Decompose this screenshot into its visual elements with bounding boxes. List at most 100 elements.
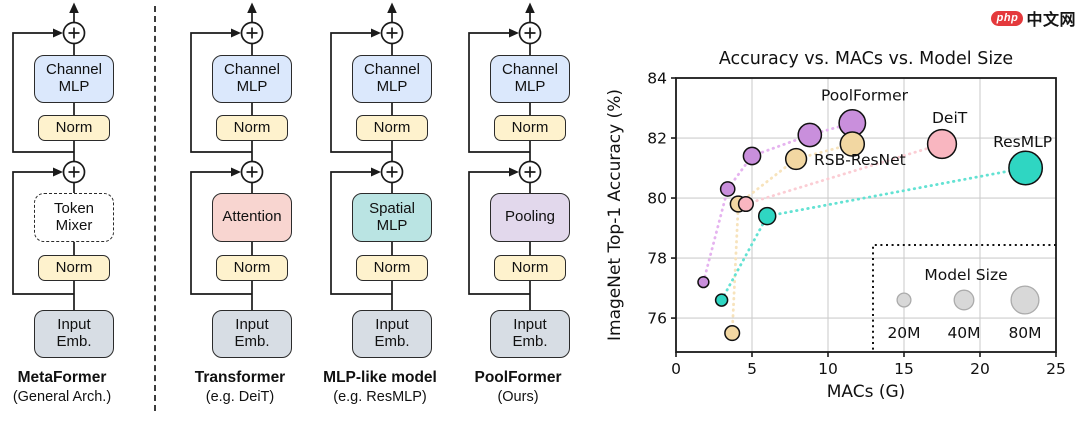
block-input-embedding: Input Emb. <box>34 310 114 358</box>
block-input-embedding: Input Emb. <box>352 310 432 358</box>
data-point-PoolFormer <box>797 122 823 148</box>
block-pooling: Pooling <box>490 193 570 242</box>
column-subtitle: (Ours) <box>497 389 539 405</box>
residual-connection-top <box>190 32 252 153</box>
legend-title: Model Size <box>924 266 1007 284</box>
x-tick-label: 20 <box>970 360 990 378</box>
flow-connections <box>12 2 86 332</box>
plus-icon <box>386 166 398 178</box>
legend-bubble <box>896 292 912 308</box>
plus-icon <box>246 27 258 39</box>
data-point-PoolFormer <box>742 146 762 166</box>
data-point-ResMLP <box>714 293 729 307</box>
data-point-RSB-ResNet <box>724 325 741 342</box>
block-norm: Norm <box>494 115 566 141</box>
x-tick-label: 10 <box>818 360 838 378</box>
column-name: MLP-like model <box>323 369 437 386</box>
block-norm: Norm <box>38 115 110 141</box>
block-norm: Norm <box>356 115 428 141</box>
column-name: Transformer <box>194 369 286 386</box>
residual-connection-bottom <box>330 171 392 295</box>
data-point-ResMLP <box>757 206 777 226</box>
x-tick-label: 5 <box>747 360 757 378</box>
trend-line-RSB-ResNet <box>730 142 854 335</box>
series-label-DeiT: DeiT <box>932 109 968 127</box>
flow-connections <box>468 2 542 332</box>
series-label-RSB-ResNet: RSB-ResNet <box>814 151 906 169</box>
block-attention: Attention <box>212 193 292 242</box>
plot-border <box>675 77 1057 353</box>
plus-icon <box>68 166 80 178</box>
column-subtitle: (General Arch.) <box>12 389 112 405</box>
legend-bubble <box>953 289 975 311</box>
x-axis-label: MACs (G) <box>827 382 906 402</box>
residual-connection-bottom <box>190 171 252 295</box>
trend-line-DeiT <box>744 142 944 206</box>
flow-connections <box>330 2 404 332</box>
block-input-embedding: Input Emb. <box>490 310 570 358</box>
data-point-PoolFormer <box>697 275 710 289</box>
block-spatial-mlp: Spatial MLP <box>352 193 432 242</box>
residual-connection-bottom <box>12 171 74 295</box>
data-point-RSB-ResNet <box>839 131 866 157</box>
y-tick-label: 80 <box>647 190 667 208</box>
block-norm: Norm <box>216 115 288 141</box>
column-name: MetaFormer <box>17 369 107 386</box>
column-subtitle: (e.g. DeiT) <box>205 389 275 405</box>
arch-column-poolformer: Channel MLP Norm Pooling Norm Input Emb.… <box>455 0 605 421</box>
block-channel-mlp: Channel MLP <box>34 55 114 103</box>
residual-connection-top <box>12 32 74 153</box>
block-token-mixer: Token Mixer <box>34 193 114 242</box>
php-logo-badge: php <box>991 10 1024 26</box>
block-norm: Norm <box>216 255 288 281</box>
residual-arrowhead-bottom <box>371 167 381 177</box>
output-arrowhead <box>525 2 535 13</box>
residual-arrowhead-top <box>371 28 381 38</box>
residual-arrowhead-top <box>509 28 519 38</box>
output-arrowhead <box>247 2 257 13</box>
php-cn-watermark: php 中文网 <box>991 6 1076 30</box>
data-point-ResMLP <box>1008 150 1044 186</box>
php-cn-site-text: 中文网 <box>1026 12 1076 29</box>
output-arrowhead <box>69 2 79 13</box>
data-point-PoolFormer <box>719 181 736 197</box>
x-tick-label: 15 <box>894 360 914 378</box>
residual-arrowhead-bottom <box>509 167 519 177</box>
arch-column-metaformer: Channel MLP Norm Token Mixer Norm Input … <box>0 0 149 421</box>
arch-column-transformer: Channel MLP Norm Attention Norm Input Em… <box>177 0 327 421</box>
column-subtitle: (e.g. ResMLP) <box>333 389 427 405</box>
block-channel-mlp: Channel MLP <box>490 55 570 103</box>
x-tick-label: 0 <box>671 360 681 378</box>
arch-column-mlp-like-model: Channel MLP Norm Spatial MLP Norm Input … <box>317 0 467 421</box>
chart-title: Accuracy vs. MACs vs. Model Size <box>719 49 1013 69</box>
output-arrowhead <box>387 2 397 13</box>
legend-bubble <box>1010 285 1040 315</box>
block-norm: Norm <box>38 255 110 281</box>
plus-icon <box>524 166 536 178</box>
series-label-PoolFormer: PoolFormer <box>821 87 909 105</box>
block-norm: Norm <box>356 255 428 281</box>
residual-connection-top <box>330 32 392 153</box>
data-point-RSB-ResNet <box>784 147 808 171</box>
residual-arrowhead-top <box>231 28 241 38</box>
plus-icon <box>524 27 536 39</box>
data-point-DeiT <box>737 195 754 213</box>
legend-bubble-label: 20M <box>887 324 920 342</box>
data-point-DeiT <box>926 128 958 160</box>
section-divider <box>154 6 156 411</box>
y-tick-label: 82 <box>647 130 667 148</box>
block-norm: Norm <box>494 255 566 281</box>
legend-bubble-label: 80M <box>1008 324 1041 342</box>
y-tick-label: 78 <box>647 250 667 268</box>
residual-connection-bottom <box>468 171 530 295</box>
plus-icon <box>246 166 258 178</box>
x-tick-label: 25 <box>1046 360 1066 378</box>
y-axis-label: ImageNet Top-1 Accuracy (%) <box>605 89 625 341</box>
series-label-ResMLP: ResMLP <box>993 133 1052 151</box>
residual-arrowhead-bottom <box>231 167 241 177</box>
y-tick-label: 76 <box>647 310 667 328</box>
legend-bubble-label: 40M <box>947 324 980 342</box>
